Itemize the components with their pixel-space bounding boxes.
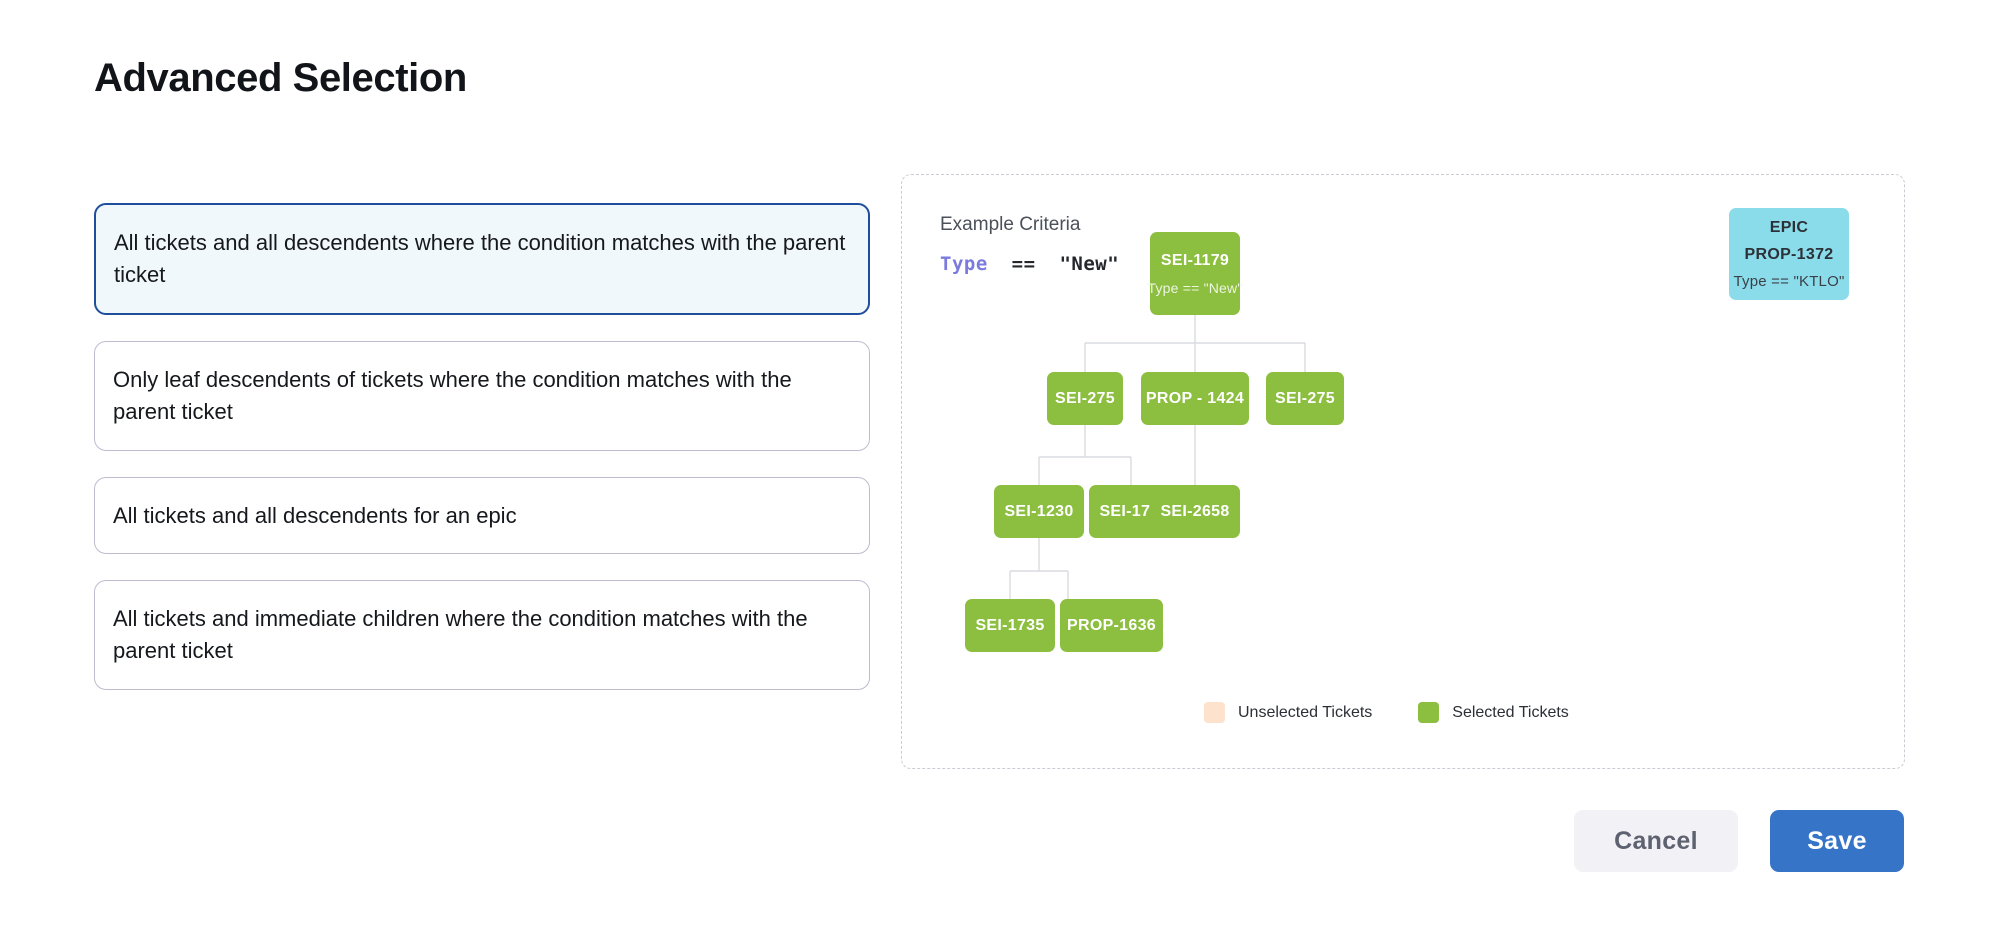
tree-node-label: SEI-1179	[1160, 251, 1230, 269]
legend-swatch-unselected-icon	[1204, 702, 1225, 723]
save-button[interactable]: Save	[1770, 810, 1904, 872]
tree-node-sei-1230[interactable]: SEI-1230	[994, 485, 1084, 538]
tree-node-label: SEI-1735	[975, 616, 1045, 634]
legend-label: Selected Tickets	[1452, 703, 1569, 721]
tree-node-sei-1735-lower[interactable]: SEI-1735	[965, 599, 1055, 652]
cancel-button[interactable]: Cancel	[1574, 810, 1738, 872]
criteria-operator: ==	[1011, 253, 1036, 275]
tree-node-label: PROP-1372	[1744, 245, 1834, 263]
tree-node-label: SEI-2658	[1160, 502, 1230, 520]
option-card-all-descendents[interactable]: All tickets and all descendents where th…	[94, 203, 870, 315]
example-diagram-panel: Example Criteria Type == "New"	[901, 174, 1905, 769]
legend-label: Unselected Tickets	[1238, 703, 1373, 721]
option-label: Only leaf descendents of tickets where t…	[113, 366, 792, 424]
tree-node-label: SEI-275	[1275, 389, 1335, 407]
tree-node-condition: Type == "KTLO"	[1733, 272, 1845, 290]
legend-swatch-selected-icon	[1418, 702, 1440, 723]
tree-connector-lines	[1009, 315, 1306, 599]
criteria-value: "New"	[1059, 253, 1120, 275]
criteria-label: Example Criteria	[940, 214, 1081, 235]
option-card-leaf-descendents[interactable]: Only leaf descendents of tickets where t…	[94, 340, 870, 451]
dialog-footer: Cancel Save	[1574, 810, 1904, 872]
tree-node-sei-2658[interactable]: SEI-2658	[1150, 485, 1240, 538]
tree-node-label: PROP - 1424	[1145, 389, 1245, 407]
option-card-immediate-children[interactable]: All tickets and immediate children where…	[94, 580, 870, 691]
criteria-field: Type	[940, 253, 988, 275]
tree-node-sei-275-right[interactable]: SEI-275	[1266, 372, 1344, 425]
tree-node-condition: Type == "New"	[1147, 279, 1243, 296]
option-card-epic-descendents[interactable]: All tickets and all descendents for an e…	[94, 476, 870, 555]
tree-node-label: SEI-275	[1055, 389, 1115, 407]
legend-item-selected: Selected Tickets	[1418, 702, 1569, 723]
tree-node-epic[interactable]: EPIC PROP-1372 Type == "KTLO"	[1729, 208, 1849, 300]
page-title: Advanced Selection	[94, 56, 467, 100]
diagram-legend: Unselected Tickets Selected Tickets	[1204, 702, 1569, 723]
option-label: All tickets and immediate children where…	[113, 606, 808, 664]
tree-node-prop-1424[interactable]: PROP - 1424	[1141, 372, 1249, 425]
tree-node-sei-275-left[interactable]: SEI-275	[1047, 372, 1123, 425]
option-label: All tickets and all descendents where th…	[114, 230, 846, 287]
tree-node-label: SEI-1230	[1004, 502, 1074, 520]
tree-node-prop-1636[interactable]: PROP-1636	[1060, 599, 1163, 652]
criteria-expression: Type == "New"	[940, 253, 1119, 275]
legend-item-unselected: Unselected Tickets	[1204, 702, 1372, 723]
option-label: All tickets and all descendents for an e…	[113, 502, 517, 528]
tree-node-kind: EPIC	[1769, 218, 1809, 236]
tree-node-root[interactable]: SEI-1179 Type == "New"	[1147, 232, 1243, 315]
tree-node-label: PROP-1636	[1067, 616, 1156, 634]
selection-options-list: All tickets and all descendents where th…	[94, 203, 870, 716]
